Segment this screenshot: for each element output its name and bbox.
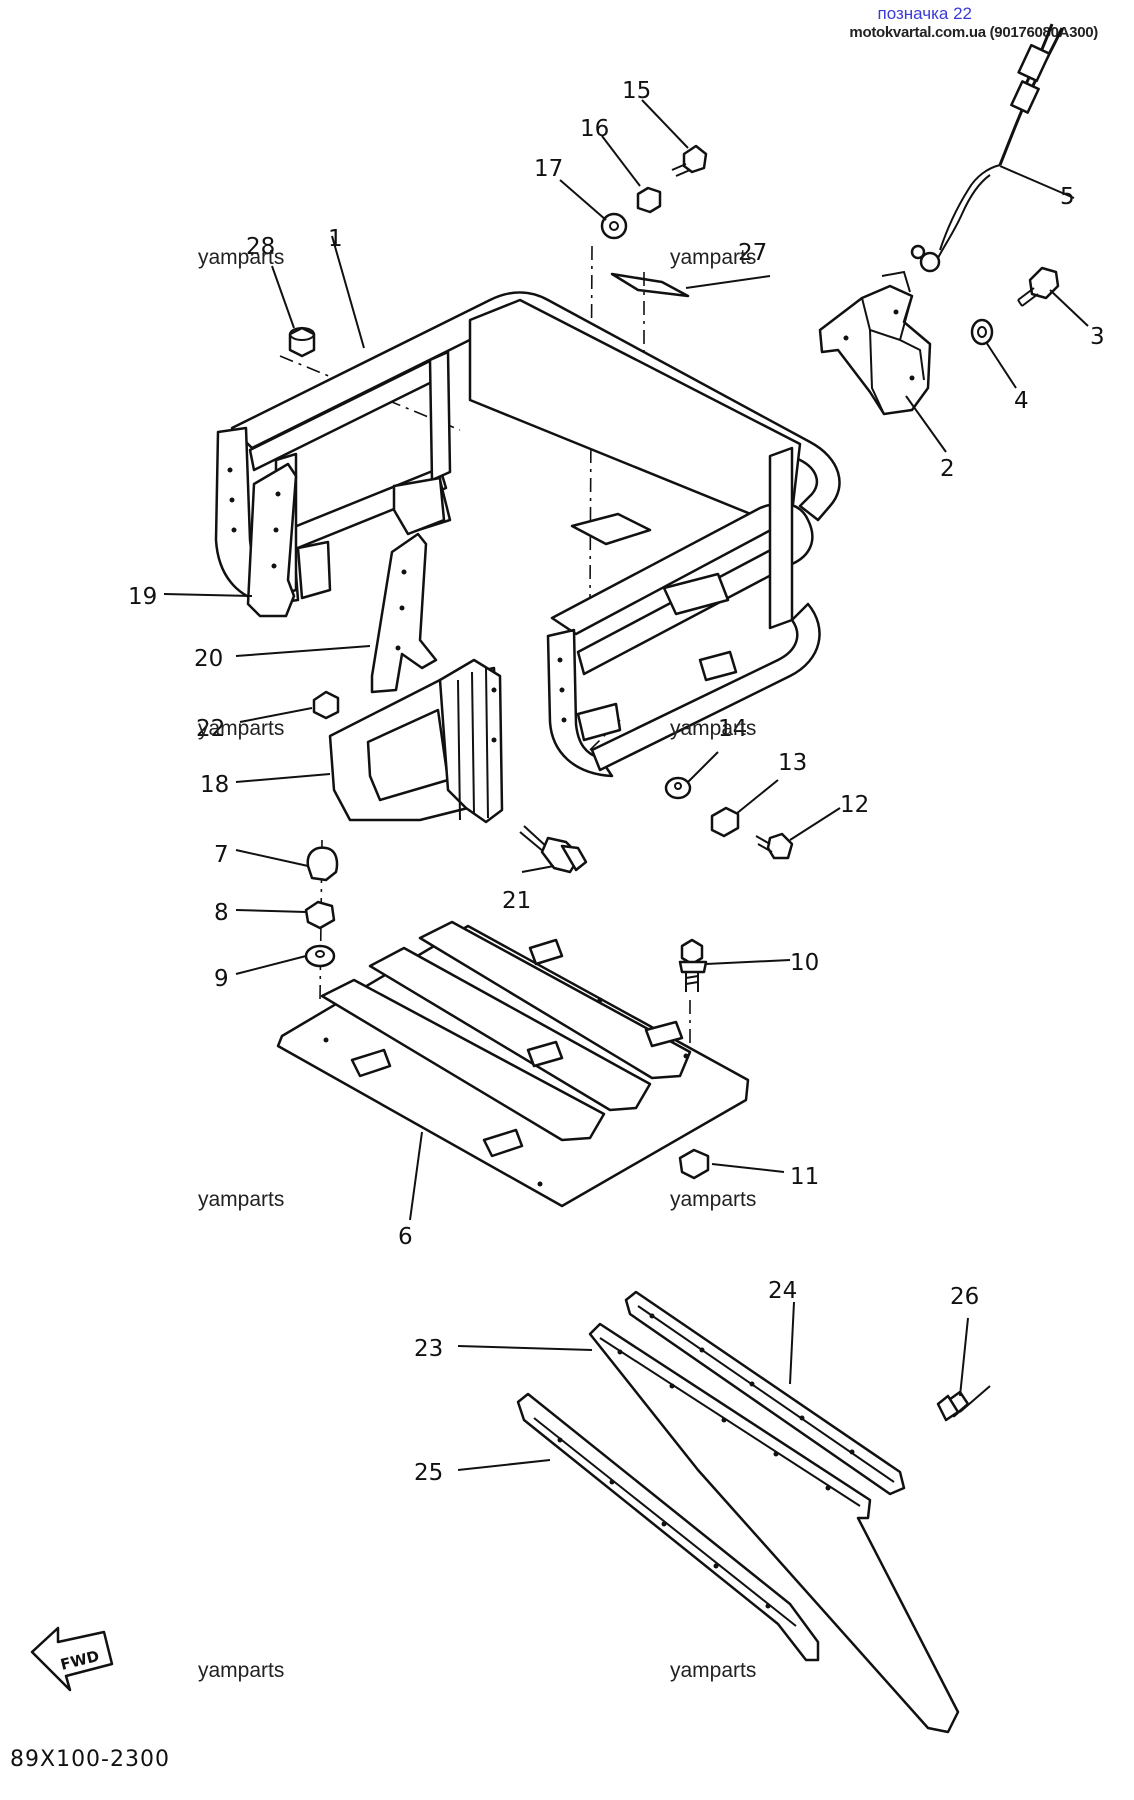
watermark-6: yamparts [670, 1188, 757, 1211]
callout-7: 7 [214, 842, 229, 868]
callout-8: 8 [214, 900, 229, 926]
watermark-3: yamparts [198, 717, 285, 740]
callout-13: 13 [778, 750, 807, 776]
part-3-bolt [1017, 266, 1060, 307]
part-6-floor-pan [276, 920, 750, 1208]
part-23-side-panel [588, 1322, 960, 1734]
callout-18: 18 [200, 772, 229, 798]
callout-19: 19 [128, 584, 157, 610]
part-21-bolt [519, 825, 588, 874]
callout-20: 20 [194, 646, 223, 672]
fwd-arrow-icon: FWD [30, 1626, 114, 1692]
watermark-2: yamparts [670, 246, 757, 269]
callout-4: 4 [1014, 388, 1029, 414]
part-26-rivet [936, 1385, 991, 1422]
part-2-latch-bracket [818, 270, 932, 416]
part-24-side-strip [624, 1290, 906, 1496]
part-28-bushing [288, 326, 316, 358]
leader-lines [163, 99, 1089, 1471]
part-13-nut [710, 806, 740, 838]
part-27-label [610, 272, 690, 298]
part-9-washer [304, 944, 336, 968]
watermark-5: yamparts [198, 1188, 285, 1211]
callout-12: 12 [840, 792, 869, 818]
watermark-4: yamparts [670, 717, 757, 740]
part-4-nut [970, 318, 994, 346]
part-18-handle-bracket [328, 658, 504, 824]
callout-26: 26 [950, 1284, 979, 1310]
diagram-code: 89X100-2300 [10, 1747, 170, 1772]
callout-27: 27 [738, 240, 767, 266]
part-15-bolt [671, 144, 708, 177]
part-5-cable [910, 23, 1064, 273]
part-1-rack-frame [214, 291, 841, 778]
part-12-bolt [755, 832, 794, 860]
callout-16: 16 [580, 116, 609, 142]
header-site: motokvartal.com.ua (90176080A300) [849, 24, 1098, 41]
part-16-nut [636, 186, 662, 214]
part-10-bolt [678, 938, 708, 992]
callout-22: 22 [196, 716, 225, 742]
callout-9: 9 [214, 966, 229, 992]
callout-25: 25 [414, 1460, 443, 1486]
callout-14: 14 [718, 716, 747, 742]
callout-2: 2 [940, 456, 955, 482]
callout-17: 17 [534, 156, 563, 182]
part-17-washer [600, 212, 628, 240]
callout-6: 6 [398, 1224, 413, 1250]
part-7-cap-nut [306, 846, 339, 882]
callout-23: 23 [414, 1336, 443, 1362]
part-11-nut [678, 1148, 710, 1180]
callout-21: 21 [502, 888, 531, 914]
watermark-8: yamparts [670, 1659, 757, 1682]
callout-1: 1 [328, 226, 343, 252]
callout-11: 11 [790, 1164, 819, 1190]
callout-10: 10 [790, 950, 819, 976]
part-19-side-plate [246, 462, 298, 618]
part-14-washer [664, 776, 692, 800]
part-25-side-strip [516, 1392, 820, 1662]
callout-5: 5 [1060, 184, 1075, 210]
watermark-1: yamparts [198, 246, 285, 269]
part-8-nut [304, 900, 336, 930]
header-title: позначка 22 [877, 4, 973, 23]
part-20-side-plate [370, 476, 446, 694]
callout-24: 24 [768, 1278, 797, 1304]
part-22-nut [312, 690, 340, 720]
callout-28: 28 [246, 234, 275, 260]
callout-3: 3 [1090, 324, 1105, 350]
watermark-7: yamparts [198, 1659, 285, 1682]
callout-15: 15 [622, 78, 651, 104]
